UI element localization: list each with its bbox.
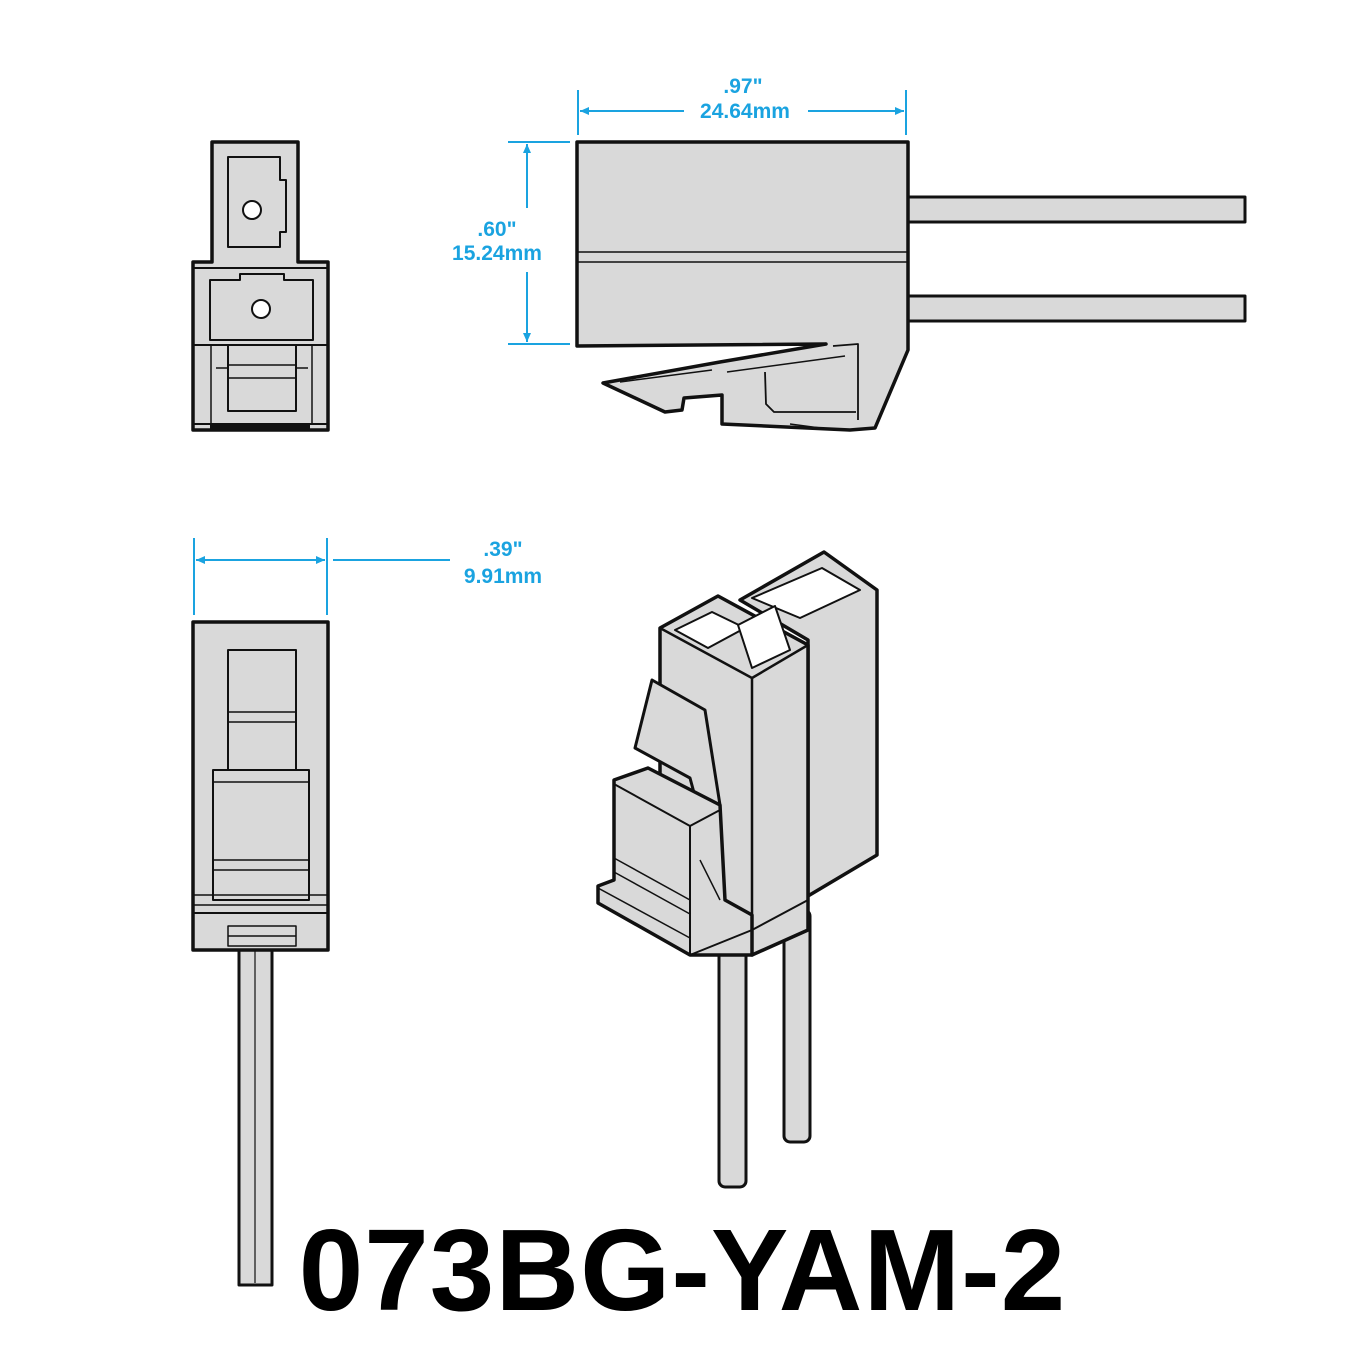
side-view-pin-lower: [903, 294, 1247, 323]
dimension-height-inches: .60": [477, 218, 516, 241]
iso-pin-back: [782, 908, 812, 1144]
dimension-width-mm: 9.91mm: [464, 565, 542, 588]
dimension-length-inches: .97": [723, 75, 762, 98]
side-view-pin-upper: [903, 195, 1247, 224]
terminal-hole-lower: [251, 299, 271, 319]
side-view: [575, 140, 1247, 432]
dimension-height-mm: 15.24mm: [452, 242, 542, 265]
isometric-view: [596, 550, 879, 1189]
end-view: [191, 140, 330, 432]
dimension-length: [577, 90, 907, 135]
part-number: 073BG-YAM-2: [298, 1205, 1067, 1335]
dimension-length-mm: 24.64mm: [700, 100, 790, 123]
dimension-height: [508, 141, 570, 345]
iso-pin-front: [717, 943, 748, 1189]
dimension-width-inches: .39": [483, 538, 522, 561]
terminal-hole-upper: [242, 200, 262, 220]
front-view: [191, 620, 330, 1287]
dimension-width: [193, 538, 450, 615]
